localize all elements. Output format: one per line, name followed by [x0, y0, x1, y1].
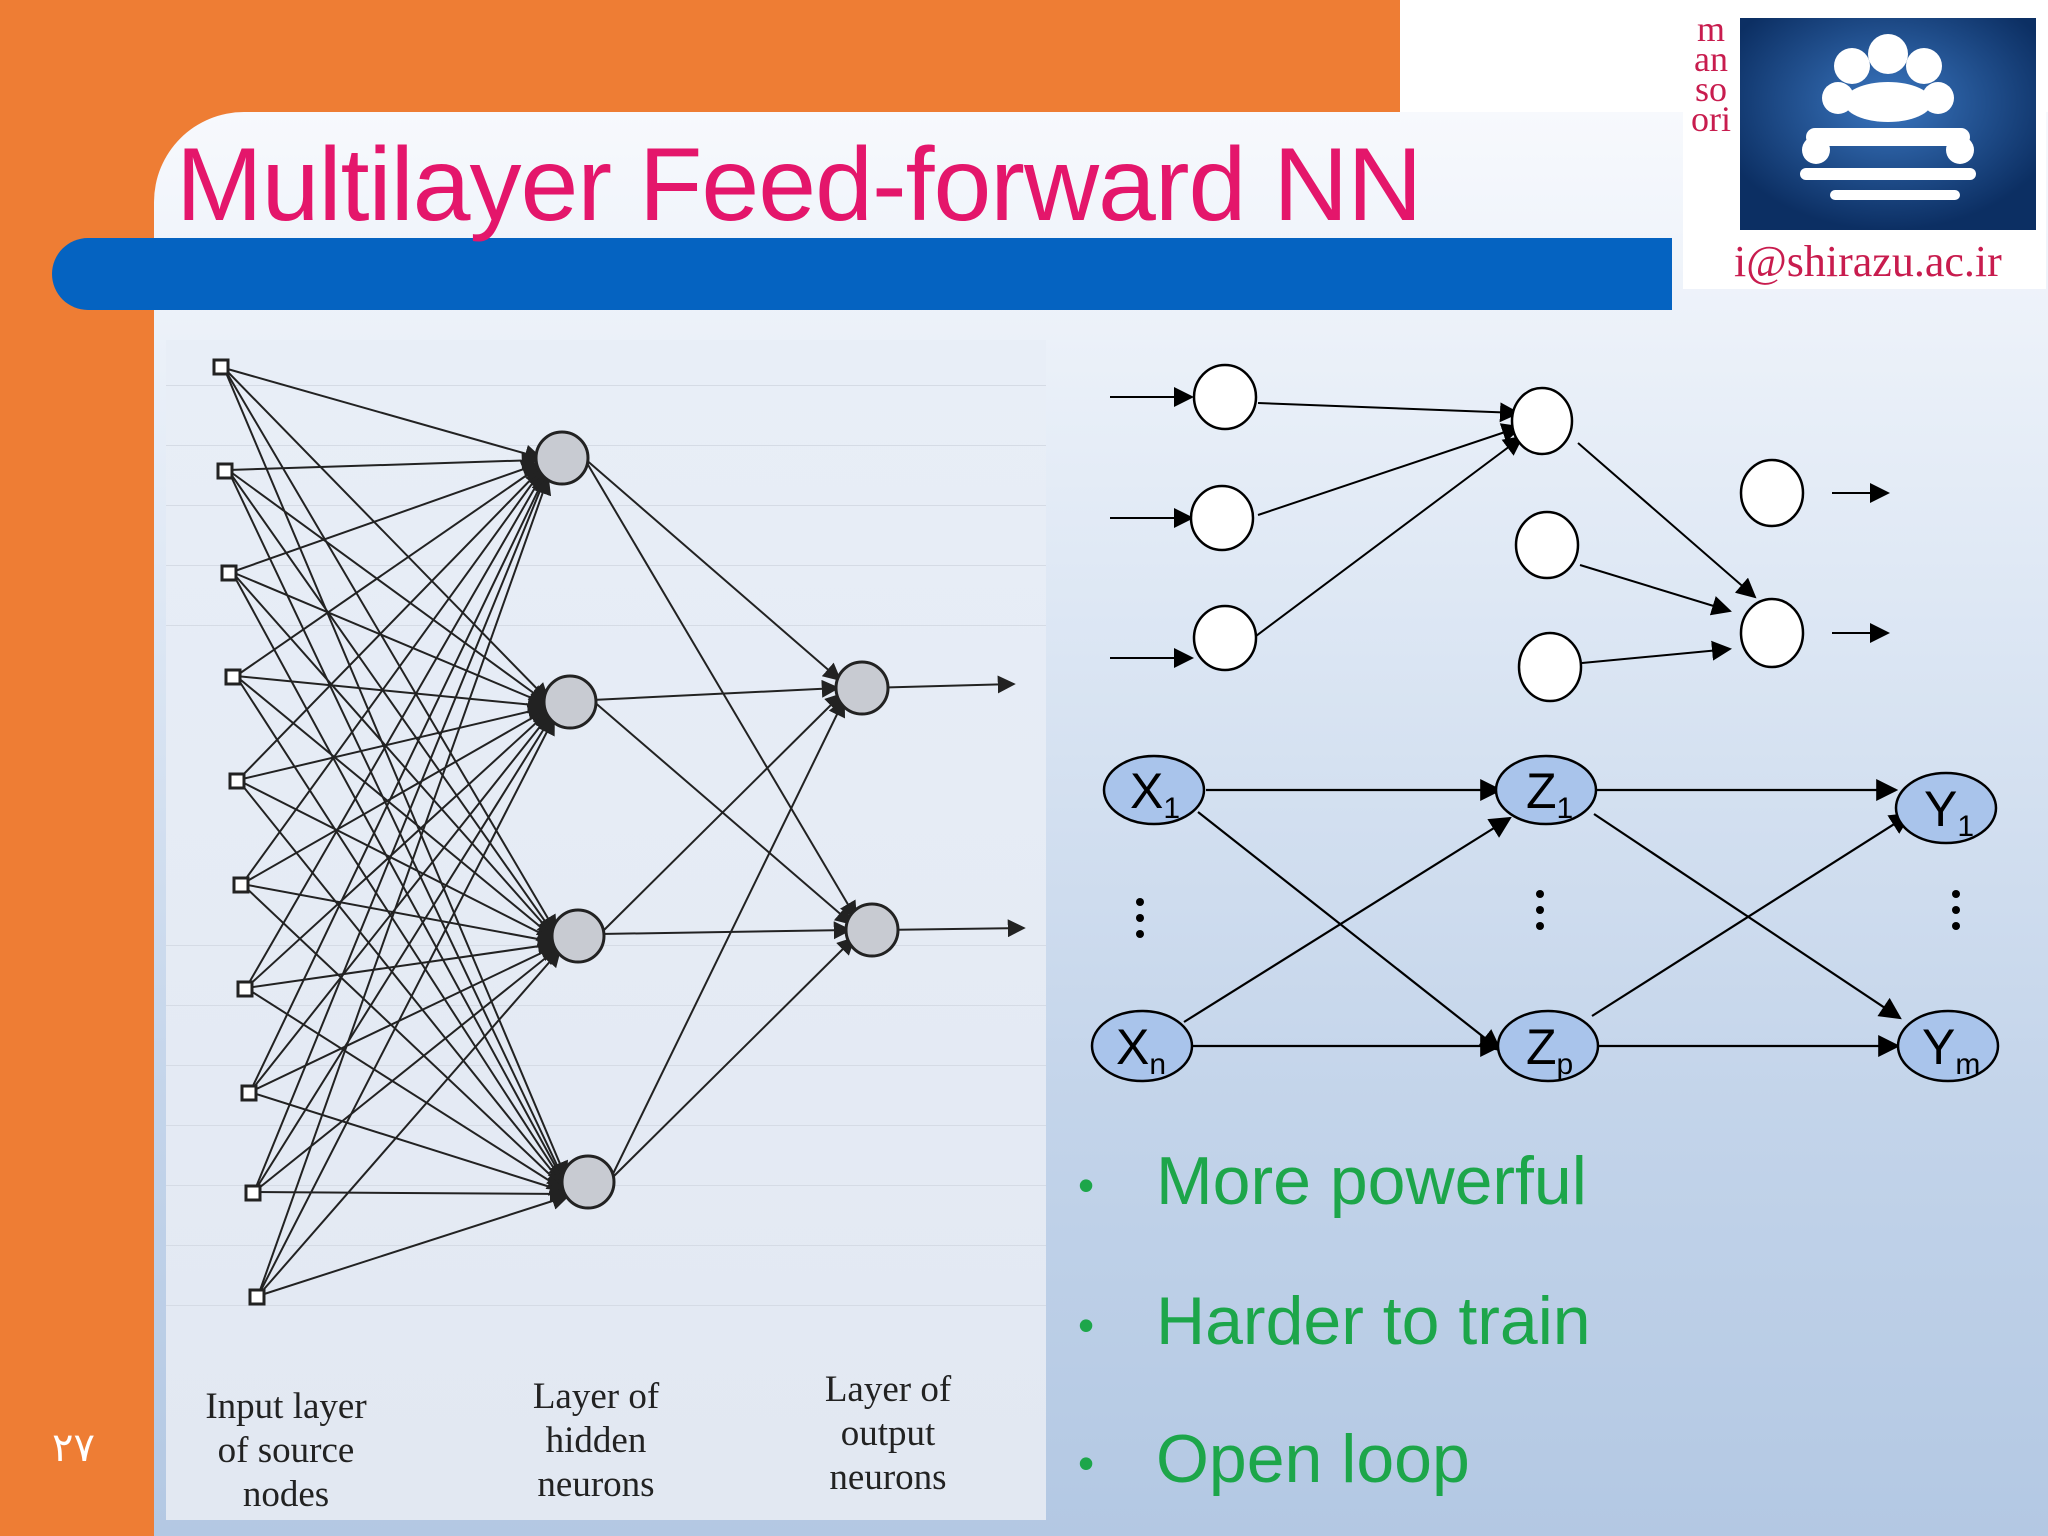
- node-ym-label: Ym: [1922, 1019, 1980, 1081]
- node-x1-label: X1: [1130, 763, 1180, 825]
- caption-input-layer: Input layer of source nodes: [205, 1386, 367, 1515]
- logo-vertical-name: mansoori: [1691, 9, 1731, 139]
- caption-hidden-layer: Layer of hidden neurons: [532, 1376, 660, 1505]
- university-emblem: [1740, 18, 2036, 230]
- logo-email: i@shirazu.ac.ir: [1734, 237, 2002, 286]
- caption-output-layer: Layer of output neurons: [824, 1369, 952, 1498]
- bullet-dot-1: •: [1078, 1159, 1095, 1211]
- node-y1-label: Y1: [1924, 781, 1974, 843]
- node-xn-label: Xn: [1116, 1019, 1166, 1081]
- emblem-icon: [1740, 18, 2036, 230]
- bullet-dot-2: •: [1078, 1299, 1095, 1351]
- orange-top-band: [0, 0, 1400, 112]
- node-zp-label: Zp: [1526, 1019, 1573, 1081]
- title-underline-bar: [52, 238, 1672, 310]
- page-number: ۲۷: [52, 1426, 95, 1470]
- slide-title: Multilayer Feed-forward NN: [176, 127, 1422, 243]
- bullet-more-powerful: More powerful: [1156, 1143, 1587, 1219]
- bullet-open-loop: Open loop: [1156, 1421, 1470, 1497]
- bullet-dot-3: •: [1078, 1437, 1095, 1489]
- left-network-diagram: [212, 358, 1026, 1306]
- sparse-network-diagram: [1110, 363, 1890, 703]
- bullet-harder-to-train: Harder to train: [1156, 1283, 1591, 1359]
- network-figure-scan: Input layer of source nodes Layer of hid…: [166, 340, 1046, 1520]
- ellipsis-dots: [1136, 890, 1960, 938]
- node-z1-label: Z1: [1526, 763, 1573, 825]
- labeled-network-diagram: X1 Xn Z1 Zp Y1 Ym: [1090, 754, 2000, 1083]
